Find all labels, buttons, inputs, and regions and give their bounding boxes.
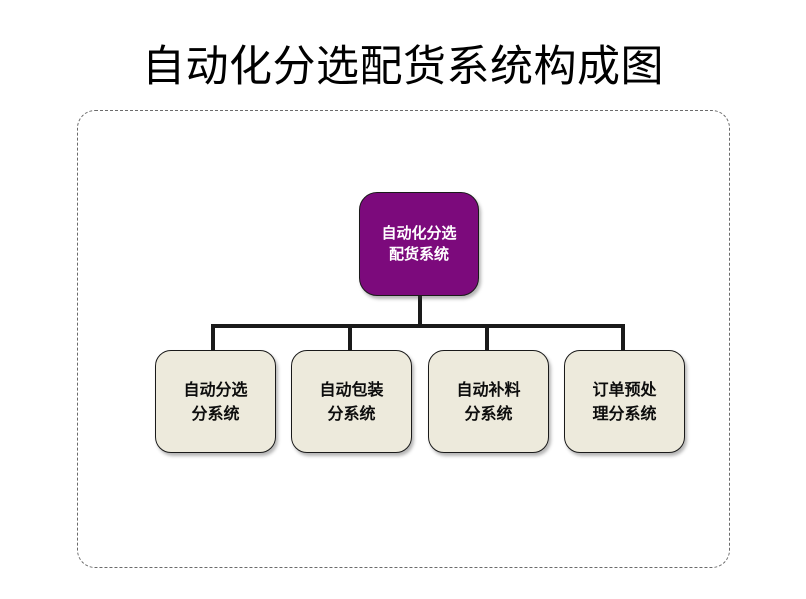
node-subsystem-auto-replenishment[interactable]: 自动补料 分系统 (428, 350, 549, 453)
node-child-2-label-line1: 自动包装 (319, 379, 384, 399)
node-subsystem-auto-packaging[interactable]: 自动包装 分系统 (291, 350, 412, 453)
diagram-frame (77, 110, 730, 568)
node-child-1-label-line2: 分系统 (191, 403, 240, 423)
node-child-4-label-line2: 理分系统 (592, 403, 657, 423)
connector-root-stem (418, 295, 422, 327)
connector-drop-child-1 (211, 326, 215, 352)
node-child-1-label-line1: 自动分选 (183, 379, 248, 399)
node-child-3-label-line2: 分系统 (464, 403, 513, 423)
connector-horizontal-bus (211, 324, 625, 328)
node-child-4-label: 订单预处 理分系统 (565, 378, 684, 426)
connector-drop-child-2 (348, 326, 352, 352)
connector-drop-child-3 (485, 326, 489, 352)
node-child-3-label-line1: 自动补料 (456, 379, 521, 399)
node-subsystem-order-preprocessing[interactable]: 订单预处 理分系统 (564, 350, 685, 453)
node-subsystem-auto-sorting[interactable]: 自动分选 分系统 (155, 350, 276, 453)
node-child-4-label-line1: 订单预处 (592, 379, 657, 399)
node-root-system[interactable]: 自动化分选 配货系统 (359, 192, 479, 296)
node-child-2-label: 自动包装 分系统 (292, 378, 411, 426)
node-root-label-line2: 配货系统 (388, 245, 449, 263)
node-root-label: 自动化分选 配货系统 (360, 223, 478, 265)
node-child-3-label: 自动补料 分系统 (429, 378, 548, 426)
node-child-2-label-line2: 分系统 (327, 403, 376, 423)
connector-drop-child-4 (621, 326, 625, 352)
page-title: 自动化分选配货系统构成图 (142, 42, 664, 92)
node-child-1-label: 自动分选 分系统 (156, 378, 275, 426)
node-root-label-line1: 自动化分选 (381, 224, 457, 242)
